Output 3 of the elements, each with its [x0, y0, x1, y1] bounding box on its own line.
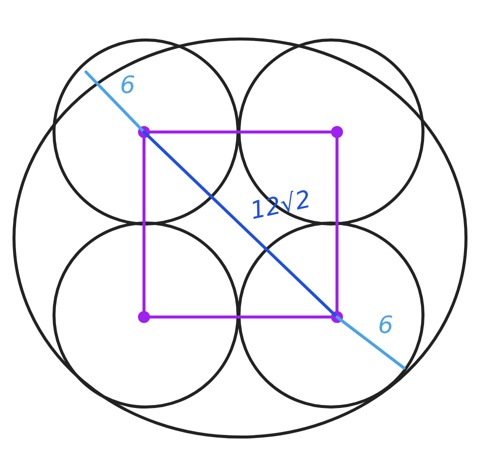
dimension-label: 6 [378, 312, 394, 338]
dimension-label: 12√2 [248, 186, 314, 224]
dimension-label: 6 [120, 72, 136, 98]
